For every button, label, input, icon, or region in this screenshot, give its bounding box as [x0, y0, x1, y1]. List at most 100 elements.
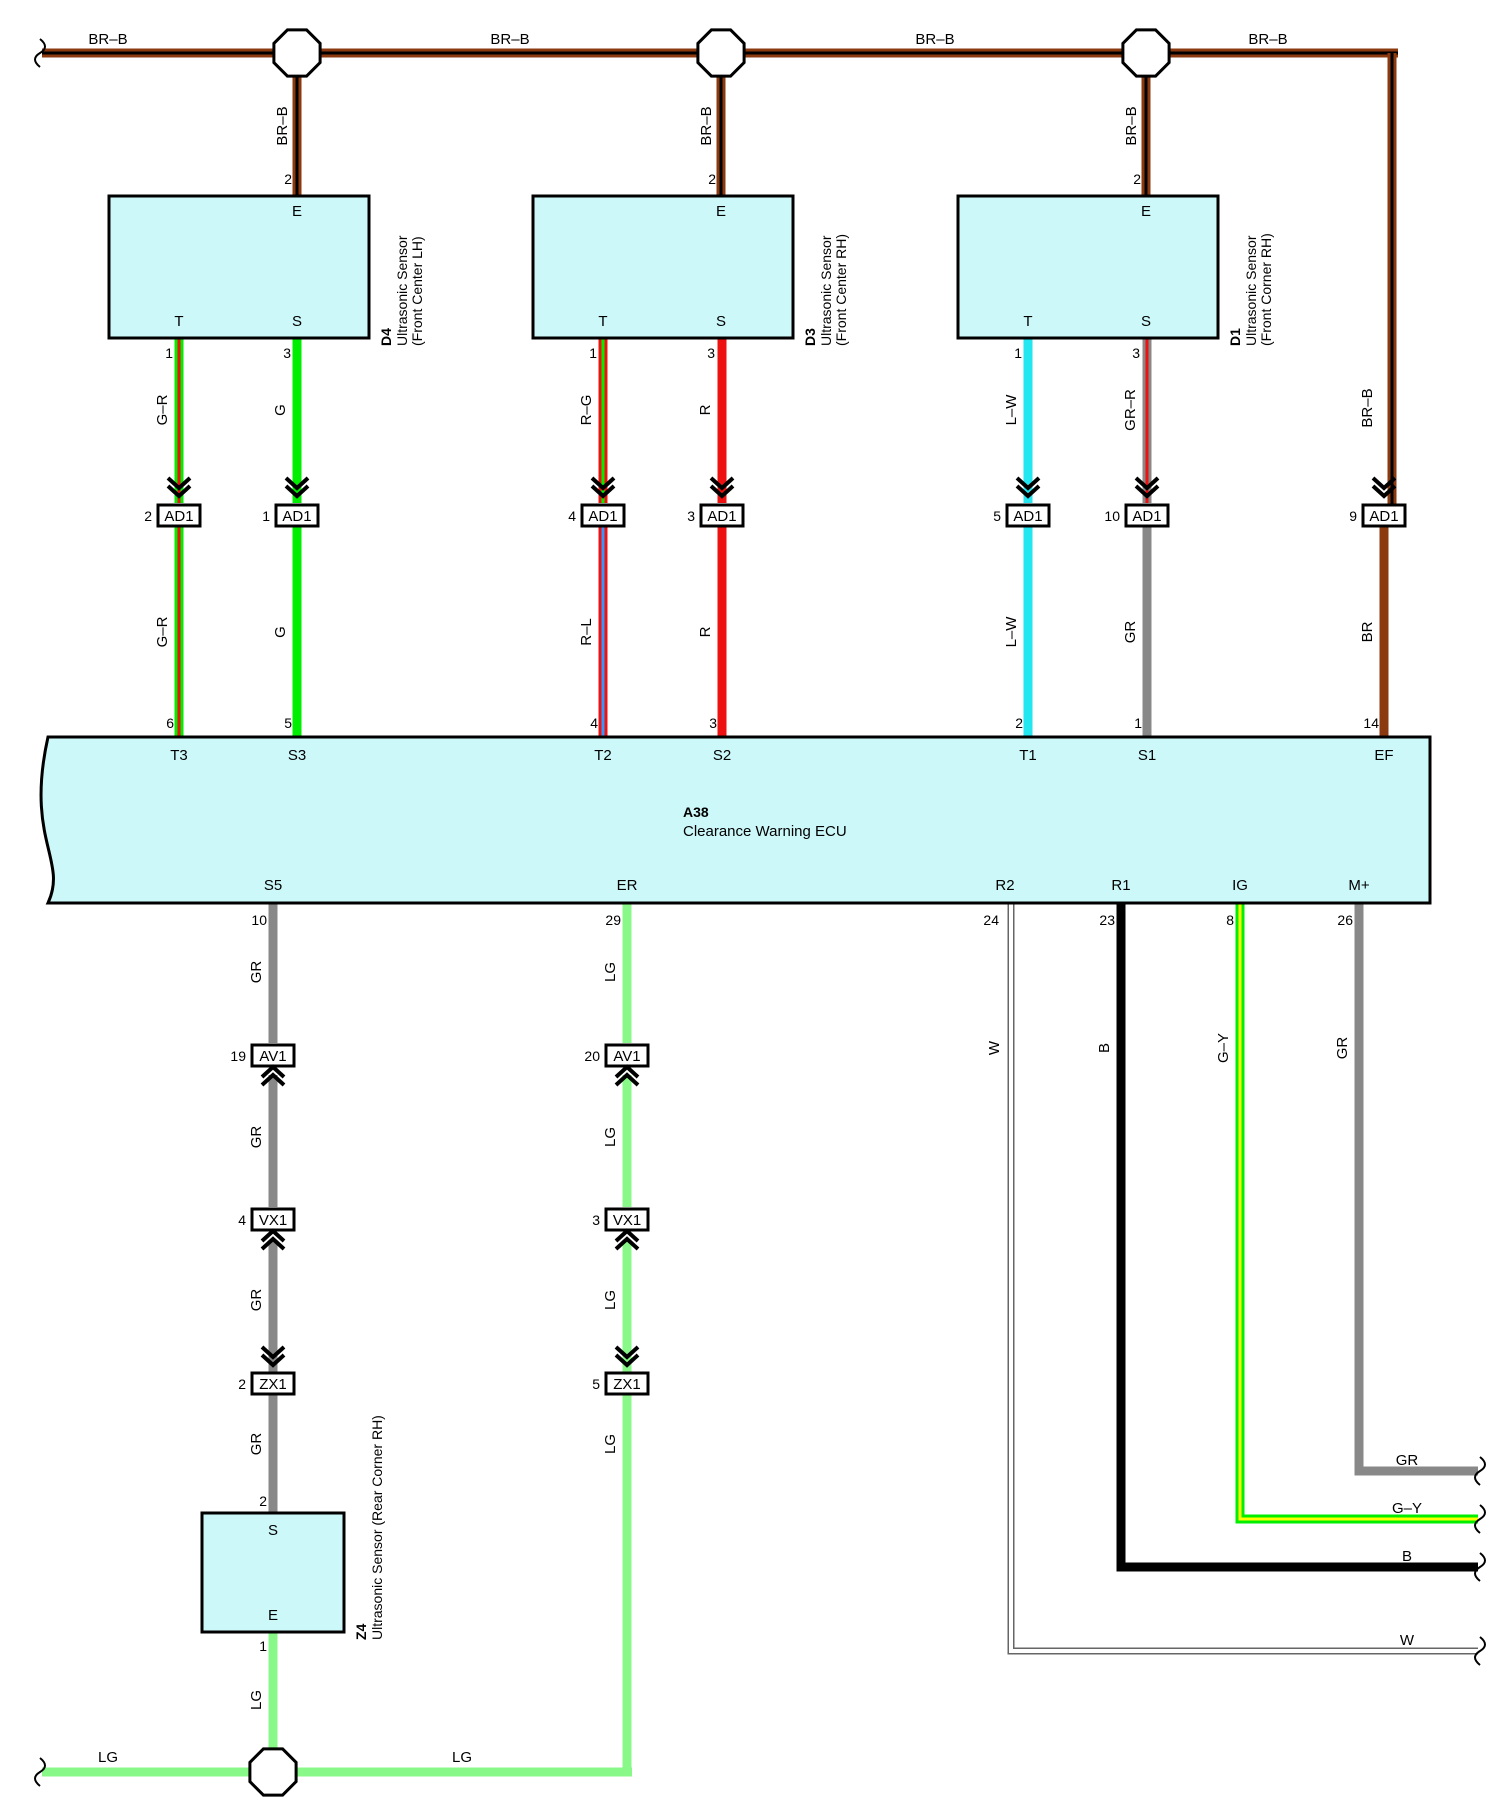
conn-0-box: [156, 503, 202, 528]
s5_chain-conn-1-chevron-icon: [260, 1228, 286, 1251]
ecu-top-term-6: EF: [1374, 747, 1393, 764]
sensor-2-pin-t: 1: [1014, 345, 1022, 361]
er_chain-conn-2-box: [604, 1371, 650, 1396]
sensor-2-body: [956, 194, 1220, 340]
wire-1-lower-label: G: [272, 626, 289, 638]
wire-5-upper-label: GR–R: [1122, 389, 1139, 431]
ecu-top-pin-4: 2: [1015, 715, 1023, 731]
sensor-2-pin-s: 3: [1132, 345, 1140, 361]
right-wire-gy: [1235, 903, 1478, 1524]
conn-1-label: AD1: [282, 508, 311, 525]
s5_chain-wire-label-1: GR: [248, 1126, 265, 1149]
right-wire-gr: [1354, 903, 1478, 1476]
sensor-2-term-t: T: [1023, 313, 1032, 330]
sensor-2-sub: (Front Corner RH): [1258, 233, 1274, 346]
sensor-1-e-wire-label: BR–B: [698, 106, 715, 145]
conn-0-chevron-icon: [166, 476, 192, 499]
sensor-1-pin-e: 2: [708, 171, 716, 187]
er_chain-wire-label-1: LG: [602, 1127, 619, 1147]
er_chain-wire-label-3: LG: [602, 1434, 619, 1454]
top-bus-break: [34, 38, 46, 68]
right-wire-break-0: [1474, 1636, 1486, 1666]
right-wire-gy-tracer: [1238, 903, 1478, 1521]
conn-6-chevron-icon: [1371, 476, 1397, 499]
ecu-top-pin-2: 4: [590, 715, 598, 731]
right-wire-w: [1007, 903, 1478, 1655]
ecu-top-term-3: S2: [713, 747, 731, 764]
s5_chain-conn-2-label: ZX1: [259, 1376, 287, 1393]
rear-sensor-term-e: E: [268, 1607, 278, 1624]
ecu-top-pin-5: 1: [1134, 715, 1142, 731]
rear-sensor-name: Ultrasonic Sensor (Rear Corner RH): [369, 1415, 385, 1640]
sensor-1-code: D3: [802, 328, 818, 346]
ecu-top-term-2: T2: [594, 747, 612, 764]
right-wire-hlabel-3: GR: [1396, 1452, 1419, 1469]
splice-2: [1121, 28, 1171, 78]
sensor-0-name: Ultrasonic Sensor: [394, 235, 410, 346]
wire-2-lower-label: R–L: [578, 618, 595, 646]
ecu-bottom-term-0: S5: [264, 877, 282, 894]
sensor-1-pin-s: 3: [707, 345, 715, 361]
sensor-0-code: D4: [378, 328, 394, 346]
sensor-2-pin-e: 2: [1133, 171, 1141, 187]
er_chain-conn-1-pin: 3: [592, 1212, 600, 1228]
top-bus-label-2: BR–B: [915, 31, 954, 48]
er_chain-conn-0-chevron-icon: [614, 1064, 640, 1087]
splice-bottom: [248, 1747, 298, 1797]
right-wire-vlabel-1: B: [1096, 1043, 1113, 1053]
conn-6-label: AD1: [1369, 508, 1398, 525]
ecu-bottom-term-3: R1: [1111, 877, 1130, 894]
ecu-top-pin-0: 6: [166, 715, 174, 731]
s5_chain-conn-0-chevron-icon: [260, 1064, 286, 1087]
splice-0: [272, 28, 322, 78]
ecu-top-term-1: S3: [288, 747, 306, 764]
right-wire-b: [1116, 903, 1478, 1572]
rear-sensor-pin-e: 1: [259, 1638, 267, 1654]
right-wire-vlabel-0: W: [986, 1040, 1003, 1055]
wire-0-upper-label: G–R: [154, 394, 171, 425]
er_chain-conn-2-pin: 5: [592, 1376, 600, 1392]
sensor-0-pin-s: 3: [283, 345, 291, 361]
wire-3-lower-label: R: [697, 626, 714, 637]
s5_chain-conn-2-pin: 2: [238, 1376, 246, 1392]
conn-5-label: AD1: [1132, 508, 1161, 525]
s5_chain-wire-label-3: GR: [248, 1433, 265, 1456]
sensor-0-sub: (Front Center LH): [409, 236, 425, 346]
sensor-2-code: D1: [1227, 328, 1243, 346]
wire-4-upper-label: L–W: [1003, 394, 1020, 426]
conn-2-chevron-icon: [590, 476, 616, 499]
rear-sensor-pin-s: 2: [259, 1493, 267, 1509]
right-wire-hlabel-0: W: [1400, 1632, 1415, 1649]
right-wire-hlabel-1: B: [1402, 1548, 1412, 1565]
ecu-body: [39, 735, 1432, 905]
ecu-bottom-pin-1: 29: [605, 912, 621, 928]
bottom-bus-label-1: LG: [452, 1749, 472, 1766]
ecu-bottom-pin-0: 10: [251, 912, 267, 928]
s5_chain-conn-1-label: VX1: [259, 1212, 287, 1229]
rear-sensor-code: Z4: [353, 1623, 369, 1640]
ecu-bottom-term-2: R2: [995, 877, 1014, 894]
conn-4-label: AD1: [1013, 508, 1042, 525]
sensor-0-pin-e: 2: [284, 171, 292, 187]
s5_chain-conn-0-pin: 19: [230, 1048, 246, 1064]
conn-5-box: [1124, 503, 1170, 528]
sensor-2-name: Ultrasonic Sensor: [1243, 235, 1259, 346]
er_chain-wire-label-2: LG: [602, 1290, 619, 1310]
conn-1-pin: 1: [262, 508, 270, 524]
s5_chain-wire-label-2: GR: [248, 1289, 265, 1312]
ecu-top-term-4: T1: [1019, 747, 1037, 764]
er_chain-conn-1-chevron-icon: [614, 1228, 640, 1251]
ecu-code: A38: [683, 804, 709, 820]
sensor-1-term-t: T: [598, 313, 607, 330]
sensor-2-term-e: E: [1141, 203, 1151, 220]
ecu-bottom-pin-4: 8: [1226, 912, 1234, 928]
wire-5-lower-label: GR: [1122, 621, 1139, 644]
ecu-bottom-pin-2: 24: [983, 912, 999, 928]
er_chain-conn-2-chevron-icon: [614, 1345, 640, 1368]
sensor-0-term-s: S: [292, 313, 302, 330]
top-bus-label-1: BR–B: [490, 31, 529, 48]
right-wire-hlabel-2: G–Y: [1392, 1500, 1422, 1517]
sensor-2-term-s: S: [1141, 313, 1151, 330]
conn-6-box: [1361, 503, 1407, 528]
s5_chain-conn-2-chevron-icon: [260, 1345, 286, 1368]
